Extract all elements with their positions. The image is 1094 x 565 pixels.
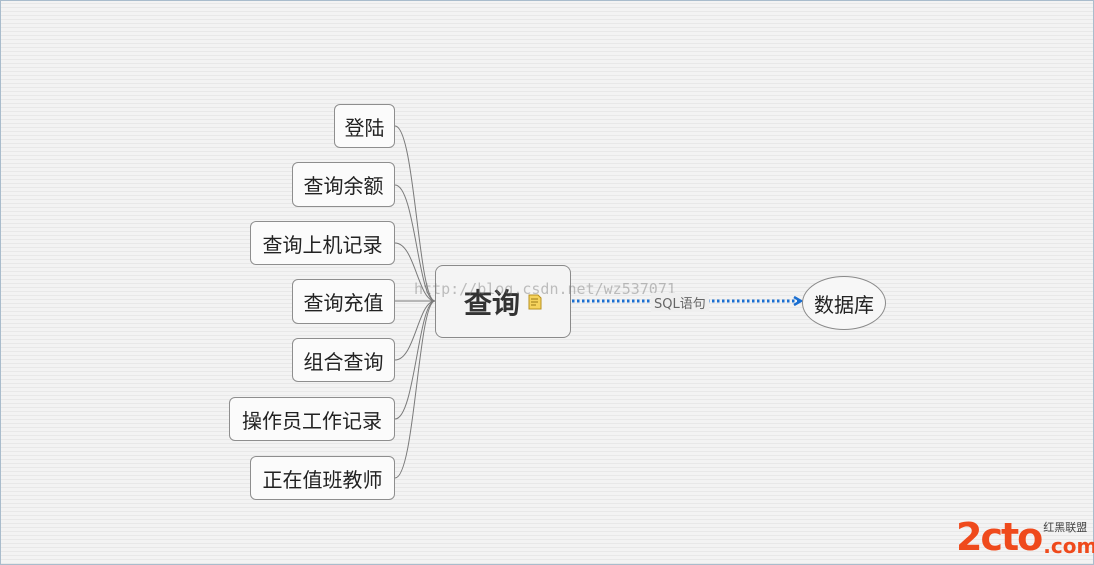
branch-label-1: 登陆	[344, 115, 385, 140]
connector-branch-1	[394, 125, 436, 302]
branch-label-5: 组合查询	[303, 349, 384, 374]
logo-side: 红黑联盟 .com	[1043, 522, 1094, 556]
branch-node-1[interactable]: 登陆	[334, 104, 395, 148]
connector-branch-5	[394, 300, 436, 361]
branch-label-3: 查询上机记录	[262, 232, 383, 257]
central-topic[interactable]: 查询	[435, 265, 571, 338]
connector-branch-7	[394, 300, 436, 479]
note-icon[interactable]	[528, 294, 542, 310]
logo-main: 2cto	[956, 515, 1043, 559]
connector-branch-6	[394, 300, 436, 420]
branch-node-6[interactable]: 操作员工作记录	[229, 397, 395, 441]
branch-node-3[interactable]: 查询上机记录	[250, 221, 395, 265]
branch-node-2[interactable]: 查询余额	[292, 162, 395, 207]
logo-suffix: .com	[1043, 534, 1094, 558]
database-label: 数据库	[814, 292, 874, 317]
branch-label-6: 操作员工作记录	[242, 408, 382, 433]
connector-branch-3	[394, 242, 436, 302]
watermark-url: http://blog.csdn.net/wz537071	[414, 280, 676, 298]
branch-label-4: 查询充值	[303, 291, 384, 315]
branch-label-7: 正在值班教师	[262, 467, 383, 492]
database-node[interactable]: 数据库	[802, 276, 886, 330]
site-logo: 2cto 红黑联盟 .com	[956, 518, 1094, 556]
logo-chinese: 红黑联盟	[1043, 521, 1088, 534]
branch-node-7[interactable]: 正在值班教师	[250, 456, 395, 500]
relationship-label[interactable]: SQL语句	[651, 293, 709, 312]
branch-label-2: 查询余额	[303, 174, 384, 198]
branch-node-4[interactable]: 查询充值	[292, 279, 395, 324]
central-topic-label: 查询	[463, 286, 520, 320]
branch-node-5[interactable]: 组合查询	[292, 338, 395, 382]
connector-branch-2	[394, 184, 436, 302]
